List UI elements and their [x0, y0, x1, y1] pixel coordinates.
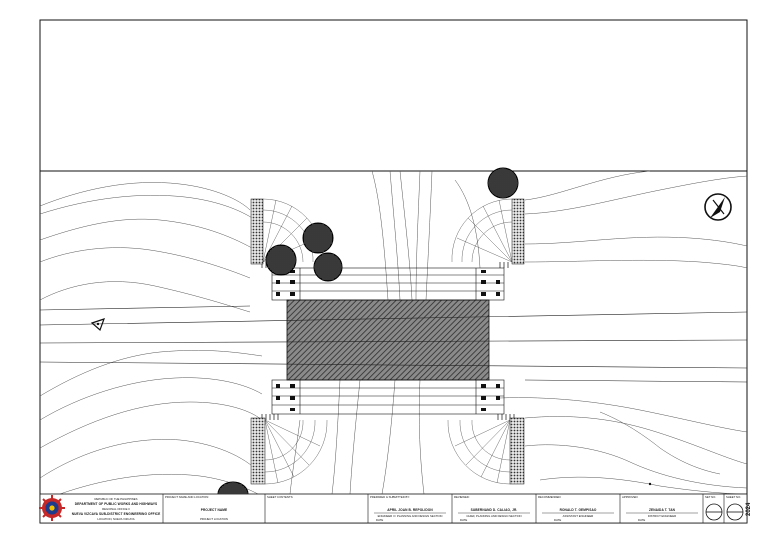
- approved-name: ZENAIDA T. TAN: [649, 508, 676, 512]
- contour-line: [454, 179, 481, 269]
- sheet-no-label: SHEET NO.: [726, 495, 741, 499]
- agency-address: LOCATION, NUEVA VIZCAYA: [97, 517, 134, 521]
- tree-symbol: [487, 167, 519, 199]
- contour-line: [599, 411, 721, 475]
- tree-symbol: [313, 252, 343, 282]
- plan-view: [39, 167, 748, 495]
- contour-line: [418, 379, 425, 495]
- slope-fan-se: [447, 419, 511, 485]
- recommended-name: RONALD T. GEMPISAO: [560, 508, 597, 512]
- prepared-date: DATE: [376, 518, 383, 522]
- prepared-label: PREPARED & SUBMITTED BY:: [370, 495, 410, 499]
- contour-line: [425, 170, 433, 301]
- contour-line: [524, 175, 748, 215]
- road-line: [39, 339, 748, 344]
- contour-line: [415, 170, 421, 301]
- agency-department: DEPARTMENT OF PUBLIC WORKS AND HIGHWAYS: [75, 502, 158, 506]
- tree-symbol: [265, 244, 297, 276]
- recommended-date: DATE: [554, 518, 561, 522]
- approved-title: DISTRICT ENGINEER: [648, 514, 676, 518]
- contour-line: [39, 182, 251, 211]
- year-label: 2024: [746, 502, 752, 516]
- project-location: PROJECT LOCATION: [200, 517, 228, 521]
- revetment-se: [509, 417, 525, 485]
- dpwh-logo: [39, 495, 65, 521]
- project-label: PROJECT NAME AND LOCATION:: [165, 495, 209, 499]
- agency-region: REGIONAL OFFICE II: [102, 507, 130, 511]
- prepared-name: APRIL JOAN B. REPOLIDON: [387, 508, 433, 512]
- agency-office: NUEVA VIZCAYA SUB-DISTRICT ENGINEERING O…: [72, 512, 161, 516]
- contour-line: [39, 281, 251, 313]
- road-line: [39, 361, 748, 369]
- slope-fan-ne: [451, 198, 513, 263]
- contour-line: [39, 247, 251, 279]
- tree-symbol: [302, 222, 334, 254]
- sheet-contents-label: SHEET CONTENTS:: [267, 495, 293, 499]
- road-line: [39, 305, 251, 311]
- tree-symbol: [217, 481, 249, 495]
- top-railing: [271, 267, 505, 301]
- title-block: REPUBLIC OF THE PHILIPPINES DEPARTMENT O…: [39, 493, 752, 524]
- approved-label: APPROVED:: [622, 495, 639, 499]
- contour-line: [524, 416, 748, 465]
- reviewed-title: CHIEF, PLANNING AND DESIGN SECTION: [466, 514, 521, 518]
- recommended-label: RECOMMENDED:: [538, 495, 562, 499]
- road-line: [39, 311, 748, 326]
- contour-line: [524, 444, 748, 489]
- reviewed-name: SUBERNAND D. CALIAO, JR.: [471, 508, 518, 512]
- contour-line: [539, 476, 748, 495]
- set-no-label: SET NO.: [705, 495, 716, 499]
- prepared-title: ENGINEER II / PLANNING AND DESIGN SECTIO…: [378, 514, 443, 518]
- contour-line: [524, 236, 748, 247]
- reviewed-date: DATE: [460, 518, 467, 522]
- revetment-ne: [511, 198, 525, 265]
- benchmark-marker: [90, 318, 105, 332]
- approved-date: DATE: [638, 518, 645, 522]
- revetment-nw: [250, 198, 264, 265]
- contour-line: [39, 195, 259, 223]
- project-name: PROJECT NAME: [201, 508, 228, 512]
- contour-line: [39, 401, 263, 449]
- sheet-border: [39, 19, 748, 524]
- contour-line: [524, 259, 748, 269]
- contour-line: [381, 379, 396, 495]
- contour-line: [499, 397, 748, 433]
- contour-line: [389, 170, 401, 301]
- bottom-railing: [271, 379, 505, 415]
- agency-republic: REPUBLIC OF THE PHILIPPINES: [94, 497, 137, 501]
- contour-line: [349, 379, 361, 495]
- sheet-number-circles: [705, 503, 744, 521]
- contour-line: [371, 170, 389, 301]
- revetment-sw: [250, 417, 266, 485]
- contour-line: [524, 170, 651, 201]
- reviewed-label: REVIEWED:: [454, 495, 470, 499]
- contour-line: [289, 419, 301, 495]
- contour-line: [39, 377, 263, 421]
- contour-line: [39, 439, 263, 479]
- slope-fan-sw: [264, 419, 328, 485]
- north-arrow-icon: [704, 193, 732, 221]
- bridge-deck-hatch: [286, 299, 490, 381]
- contour-line: [39, 218, 253, 249]
- contour-line: [331, 379, 341, 495]
- recommended-title: ASSISTANT ENGINEER: [563, 514, 594, 518]
- contour-line: [399, 170, 413, 301]
- contour-line: [39, 350, 263, 397]
- road-line: [524, 379, 748, 383]
